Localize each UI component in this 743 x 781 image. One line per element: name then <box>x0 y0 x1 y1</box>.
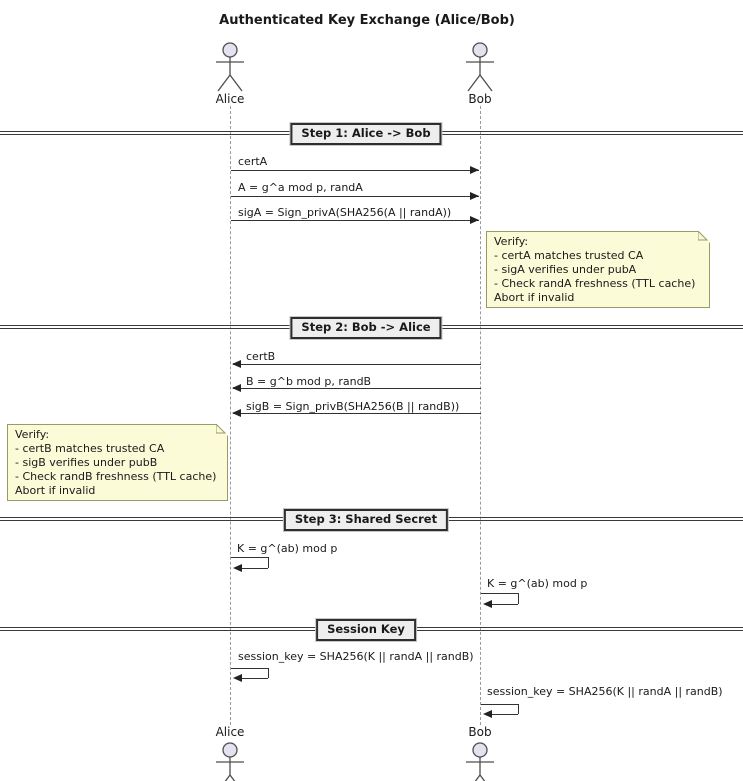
self-arrow-side <box>268 557 269 568</box>
arrowhead-right-icon <box>470 216 479 224</box>
note-fold-icon <box>698 231 710 243</box>
self-arrow-bottom <box>491 604 518 605</box>
actor-label-alice-bottom: Alice <box>215 725 245 739</box>
divider-step2: Step 2: Bob -> Alice <box>290 317 442 339</box>
note-line: - certA matches trusted CA <box>494 249 644 262</box>
message-label: certB <box>246 350 276 363</box>
message-label: sigA = Sign_privA(SHA256(A || randA)) <box>238 206 452 219</box>
actor-label-bob-top: Bob <box>468 92 492 106</box>
message-arrow-line <box>231 220 479 221</box>
note-line: Verify: <box>494 235 529 248</box>
actor-label-bob-bottom: Bob <box>468 725 492 739</box>
note-line: - sigB verifies under pubB <box>15 456 158 469</box>
message-arrow-line <box>231 196 479 197</box>
note-verify-alice: Verify: - certB matches trusted CA - sig… <box>7 424 228 501</box>
arrowhead-left-icon <box>483 600 492 608</box>
self-arrow-top <box>231 557 268 558</box>
self-message-label: session_key = SHA256(K || randA || randB… <box>487 685 723 698</box>
actor-figure-bob-bottom <box>466 742 494 781</box>
note-line: Verify: <box>15 428 50 441</box>
arrowhead-right-icon <box>470 166 479 174</box>
message-arrow-line <box>231 170 479 171</box>
message-arrow-line <box>233 413 481 414</box>
lifeline-bob <box>480 106 481 725</box>
self-arrow-bottom <box>241 568 268 569</box>
self-arrow-side <box>518 593 519 604</box>
message-arrow-line <box>233 364 481 365</box>
note-line: - certB matches trusted CA <box>15 442 165 455</box>
arrowhead-left-icon <box>233 564 242 572</box>
arrowhead-left-icon <box>232 360 241 368</box>
note-line: - Check randA freshness (TTL cache) <box>494 277 696 290</box>
actor-figure-alice-top <box>216 42 244 92</box>
self-message-label: K = g^(ab) mod p <box>487 577 588 590</box>
arrowhead-left-icon <box>233 674 242 682</box>
self-message-label: session_key = SHA256(K || randA || randB… <box>238 650 474 663</box>
diagram-title: Authenticated Key Exchange (Alice/Bob) <box>219 13 515 28</box>
self-arrow-top <box>481 593 518 594</box>
note-line: - sigA verifies under pubA <box>494 263 637 276</box>
arrowhead-left-icon <box>232 409 241 417</box>
message-label: A = g^a mod p, randA <box>238 181 363 194</box>
divider-step1: Step 1: Alice -> Bob <box>290 123 442 145</box>
divider-step3: Step 3: Shared Secret <box>283 509 449 531</box>
note-line: Abort if invalid <box>494 291 575 304</box>
arrowhead-left-icon <box>232 384 241 392</box>
note-fold-icon <box>216 424 228 436</box>
self-arrow-top <box>231 668 268 669</box>
self-arrow-side <box>268 668 269 678</box>
note-line: - Check randB freshness (TTL cache) <box>15 470 217 483</box>
self-arrow-top <box>481 704 518 705</box>
arrowhead-right-icon <box>470 192 479 200</box>
message-label: B = g^b mod p, randB <box>246 375 372 388</box>
actor-figure-alice-bottom <box>216 742 244 781</box>
actor-figure-bob-top <box>466 42 494 92</box>
message-label: sigB = Sign_privB(SHA256(B || randB)) <box>246 400 460 413</box>
self-arrow-side <box>518 704 519 714</box>
lifeline-alice <box>230 106 231 725</box>
self-arrow-bottom <box>491 714 518 715</box>
arrowhead-left-icon <box>483 710 492 718</box>
divider-session-key: Session Key <box>316 619 416 641</box>
self-message-label: K = g^(ab) mod p <box>237 542 338 555</box>
note-verify-bob: Verify: - certA matches trusted CA - sig… <box>486 231 710 308</box>
actor-label-alice-top: Alice <box>215 92 245 106</box>
message-label: certA <box>238 155 268 168</box>
message-arrow-line <box>233 388 481 389</box>
note-line: Abort if invalid <box>15 484 96 497</box>
self-arrow-bottom <box>241 678 268 679</box>
